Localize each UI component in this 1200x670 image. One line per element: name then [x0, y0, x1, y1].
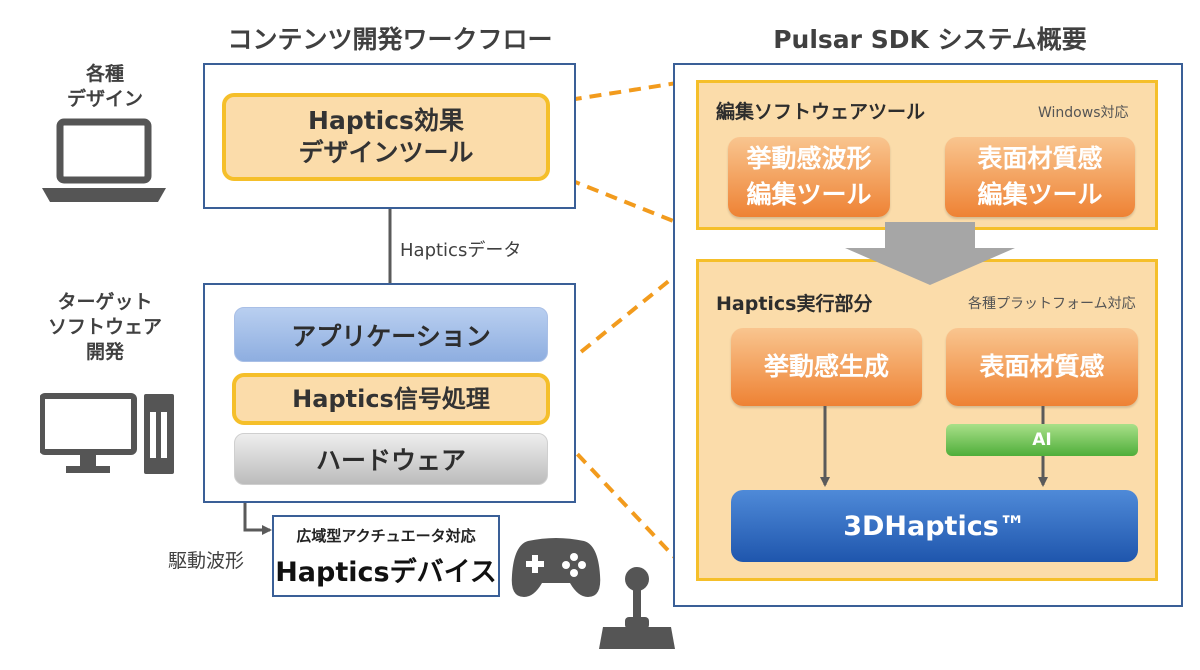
- laptop-icon: [42, 118, 166, 202]
- device-main: Hapticsデバイス: [275, 557, 497, 588]
- left-title: コンテンツ開発ワークフロー: [227, 25, 553, 54]
- exec-panel-title: Haptics実行部分: [716, 293, 873, 315]
- signal-box: Haptics信号処理: [232, 373, 550, 425]
- joystick-icon: [599, 567, 675, 649]
- target-label: ターゲット ソフトウェア 開発: [47, 291, 162, 363]
- right-title: Pulsar SDK システム概要: [773, 25, 1087, 54]
- edit-panel-note: Windows対応: [1038, 105, 1129, 121]
- exec-panel-note: 各種プラットフォーム対応: [968, 296, 1136, 312]
- edit-panel-title: 編集ソフトウェアツール: [716, 101, 926, 123]
- designer-label: 各種 デザイン: [66, 63, 143, 110]
- motion-wave-tool: 挙動感波形 編集ツール: [728, 137, 890, 217]
- motion-generation-box: 挙動感生成: [731, 328, 922, 406]
- drive-label: 駆動波形: [168, 550, 245, 572]
- data-label: Hapticsデータ: [400, 240, 522, 261]
- app-box: アプリケーション: [234, 307, 548, 362]
- hardware-box: ハードウェア: [234, 433, 548, 485]
- ai-bar: AI: [946, 424, 1138, 456]
- device-box: 広域型アクチュエータ対応 Hapticsデバイス: [272, 515, 500, 597]
- design-tool-box: Haptics効果 デザインツール: [222, 93, 550, 181]
- big-down-arrow: [845, 222, 1015, 285]
- surface-texture-box: 表面材質感: [946, 328, 1138, 406]
- gamepad-icon: [511, 538, 601, 597]
- 3dhaptics-box: 3DHaptics™: [731, 490, 1138, 562]
- dashed-connector: [548, 423, 698, 582]
- device-sub: 広域型アクチュエータ対応: [296, 527, 476, 545]
- desktop-icon: [40, 393, 174, 474]
- surface-texture-tool: 表面材質感 編集ツール: [945, 137, 1135, 217]
